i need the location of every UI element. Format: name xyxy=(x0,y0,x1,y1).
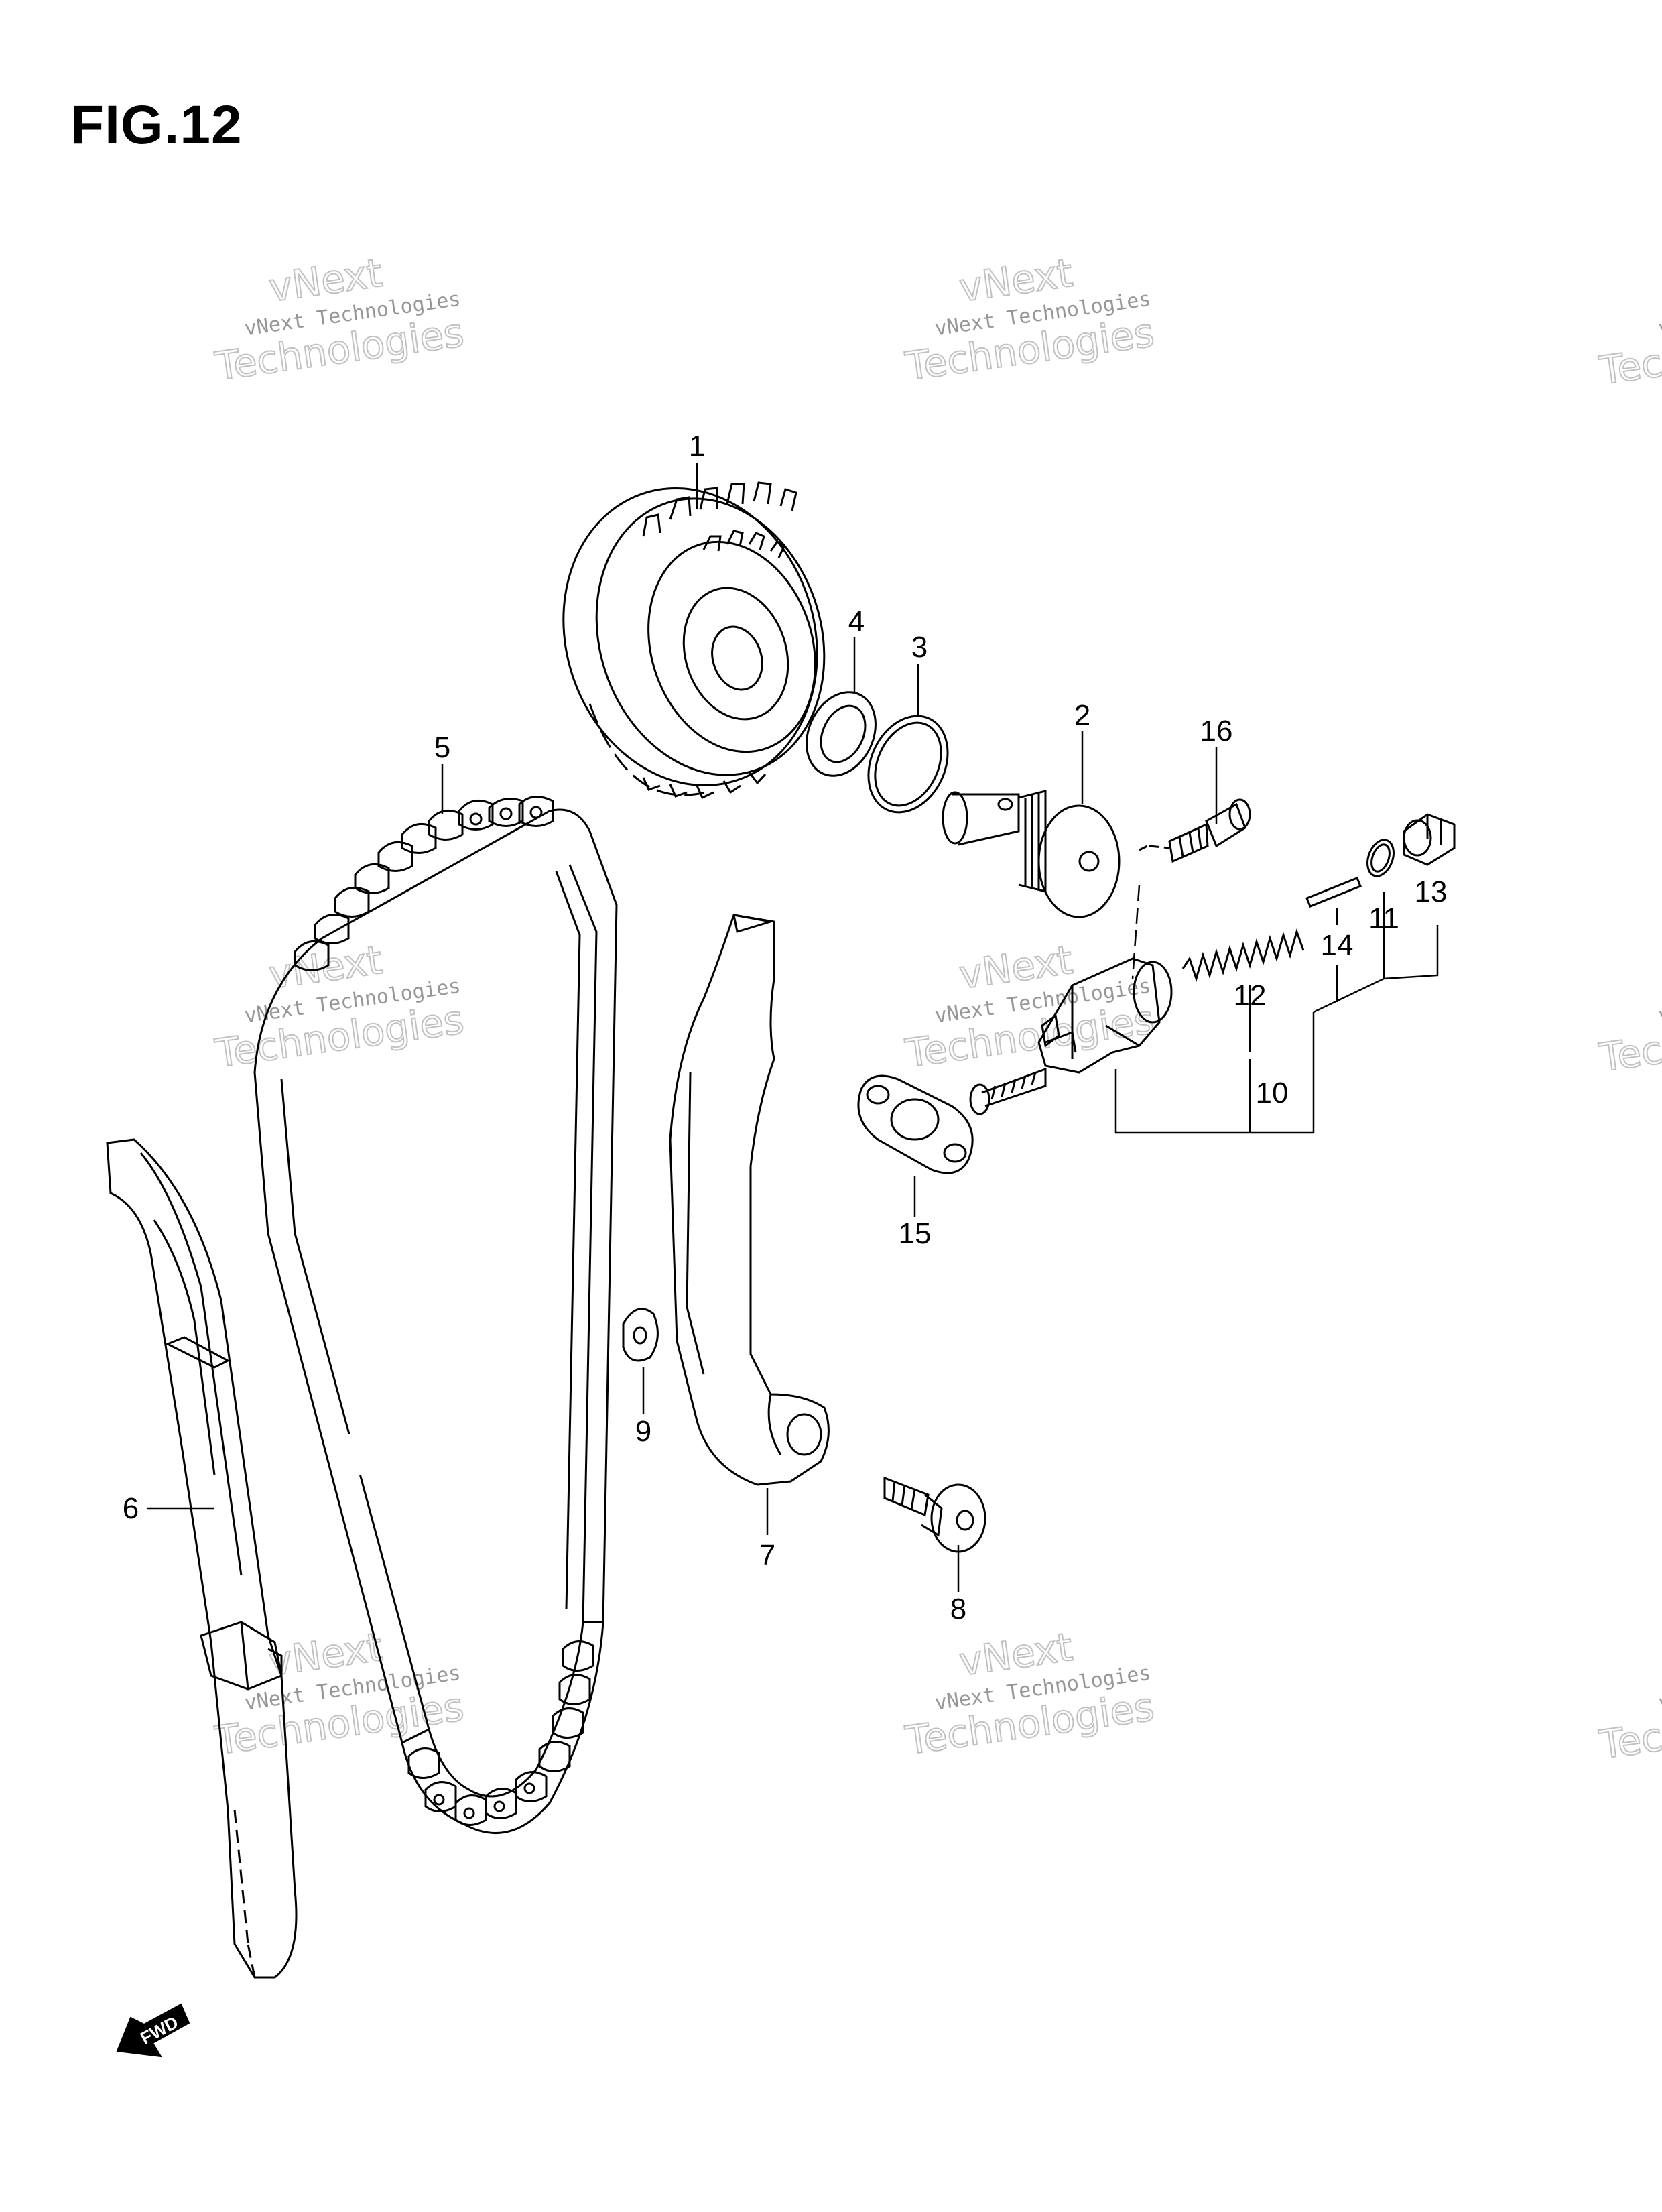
callout-15: 15 xyxy=(899,1217,932,1250)
fwd-arrow-icon xyxy=(116,2003,190,2058)
callout-labels: 1 2 3 4 5 6 7 8 9 10 11 12 13 14 15 16 xyxy=(123,430,1448,1625)
watermark-big-6b: Technologies xyxy=(1596,1001,1662,1081)
callout-13: 13 xyxy=(1415,875,1448,908)
part-13-tensioner-plug xyxy=(1403,813,1456,866)
callout-11: 11 xyxy=(1368,902,1399,935)
part-6-chain-guide-rear xyxy=(106,1138,298,1979)
figure-title: FIG.12 xyxy=(70,95,243,156)
part-9-washer xyxy=(622,1308,659,1362)
callout-9: 9 xyxy=(635,1415,651,1448)
callout-5: 5 xyxy=(434,731,450,764)
part-5-cam-chain xyxy=(253,796,618,1834)
watermark-4: vNext Technologies vNext Technologies xyxy=(212,936,467,1077)
watermark-small-6: vNext Technologies xyxy=(1657,975,1662,1028)
callout-3: 3 xyxy=(911,631,928,664)
watermark-9: vNext Technologies vNext Technologies xyxy=(1596,1662,1662,1769)
part-3-o-ring xyxy=(867,715,949,814)
callout-12: 12 xyxy=(1234,979,1267,1012)
callout-14: 14 xyxy=(1321,929,1354,962)
watermark-6: vNext Technologies vNext Technologies xyxy=(1596,975,1662,1082)
leader-lines xyxy=(147,463,1439,1592)
watermark-1: vNext Technologies vNext Technologies xyxy=(212,249,467,390)
callout-2: 2 xyxy=(1074,699,1090,732)
callout-16: 16 xyxy=(1200,715,1233,747)
part-16-bolt xyxy=(1139,798,1251,863)
part-15-tensioner-gasket xyxy=(857,1074,974,1174)
callout-8: 8 xyxy=(950,1593,966,1625)
watermark-big-3b: Technologies xyxy=(1596,314,1662,393)
fwd-direction-arrow: FWD xyxy=(116,2003,190,2058)
part-12-spring xyxy=(1181,928,1305,983)
part-2-idler-shaft xyxy=(942,790,1121,918)
part-4-washer xyxy=(806,691,877,777)
part-1-sprocket-gear xyxy=(562,481,826,800)
callout-6: 6 xyxy=(123,1492,139,1525)
part-14-push-rod xyxy=(1305,877,1362,908)
part-7-chain-guide-front xyxy=(669,914,830,1486)
watermark-big-9b: Technologies xyxy=(1596,1688,1662,1768)
watermark-small-9: vNext Technologies xyxy=(1657,1662,1662,1715)
part-11-gasket-washer xyxy=(1366,839,1395,877)
watermark-2: vNext Technologies vNext Technologies xyxy=(902,249,1157,390)
part-10-cam-chain-tensioner xyxy=(969,957,1173,1115)
callout-1: 1 xyxy=(689,430,705,463)
watermark-layer: vNext Technologies vNext Technologies vN… xyxy=(212,249,1662,1769)
watermark-8: vNext Technologies vNext Technologies xyxy=(902,1623,1157,1764)
watermark-small-3: vNext Technologies xyxy=(1657,288,1662,341)
callout-10: 10 xyxy=(1256,1077,1289,1109)
watermark-5: vNext Technologies vNext Technologies xyxy=(902,936,1157,1077)
part-8-guide-bolt xyxy=(883,1476,986,1553)
watermark-3: vNext Technologies vNext Technologies xyxy=(1596,288,1662,395)
callout-4: 4 xyxy=(848,605,865,638)
callout-7: 7 xyxy=(759,1539,775,1572)
